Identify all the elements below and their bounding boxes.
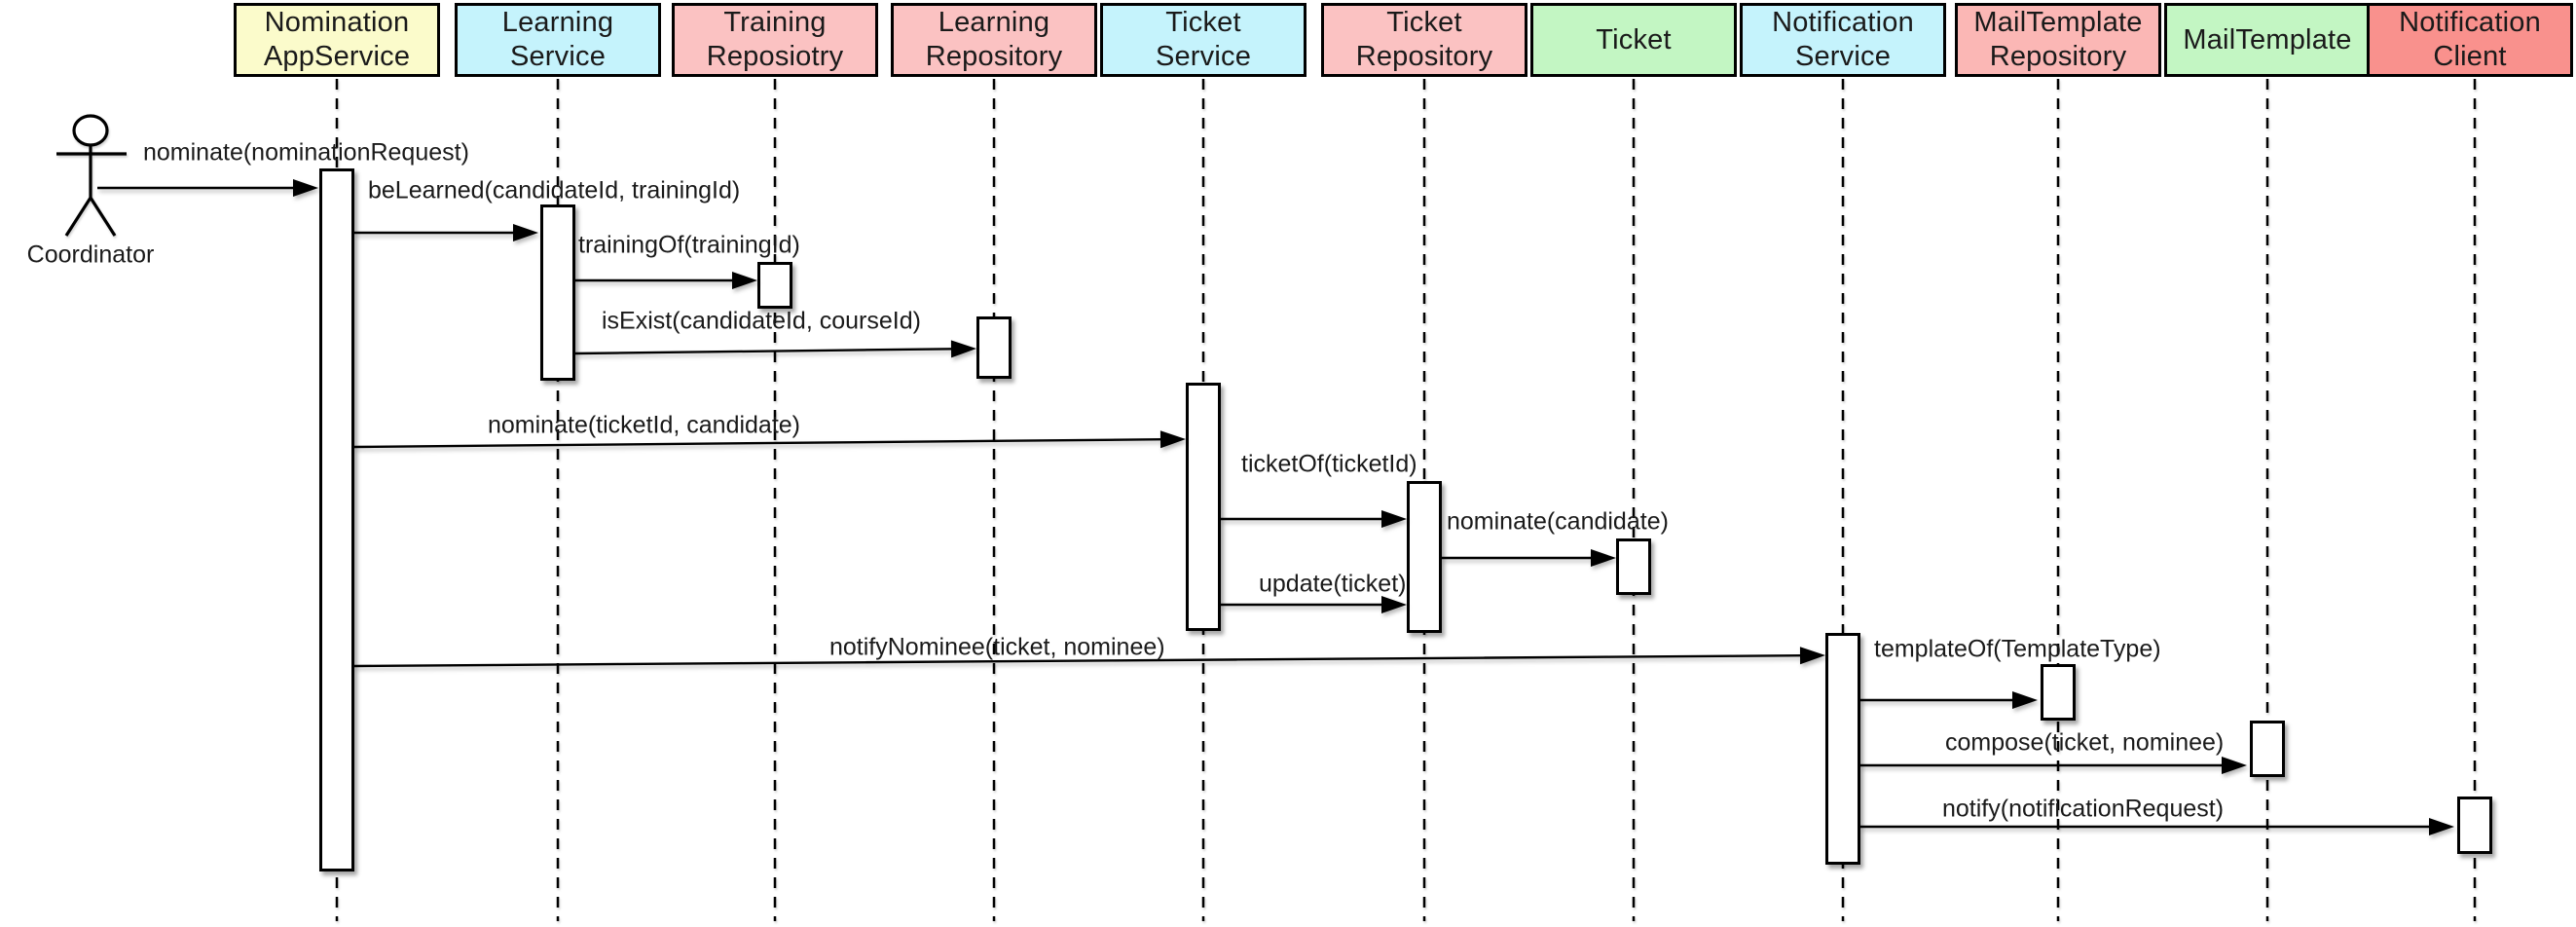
actor-leg-right bbox=[89, 197, 117, 237]
activation-bar-notification-service bbox=[1825, 633, 1860, 865]
message-label: nominate(candidate) bbox=[1447, 507, 1669, 536]
lifeline-header-label: Ticket bbox=[1596, 23, 1672, 56]
message-label: update(ticket) bbox=[1259, 570, 1407, 598]
lifeline-header-label: Ticket bbox=[1386, 7, 1462, 38]
message-label: ticketOf(ticketId) bbox=[1241, 450, 1417, 478]
activation-bar-notification-client bbox=[2457, 797, 2492, 854]
activation-bar-nomination-app-service bbox=[319, 168, 354, 871]
lifeline-header-label: MailTemplate bbox=[2183, 23, 2352, 56]
lifeline-header-label: AppService bbox=[263, 41, 411, 72]
lifeline-header-label: Learning bbox=[501, 7, 614, 38]
actor-label: Coordinator bbox=[26, 241, 155, 269]
message-label: nominate(nominationRequest) bbox=[143, 138, 469, 167]
lifeline-header-label: Service bbox=[1155, 41, 1252, 72]
actor-head bbox=[72, 114, 109, 147]
lifeline-header-label: Nomination bbox=[264, 7, 410, 38]
lifeline-header-label: Notification bbox=[2399, 7, 2541, 38]
lifeline-header-label: Client bbox=[2433, 41, 2507, 72]
message-label: trainingOf(trainingId) bbox=[578, 231, 800, 259]
message-label: templateOf(TemplateType) bbox=[1874, 635, 2161, 663]
message-label: compose(ticket, nominee) bbox=[1945, 728, 2225, 757]
lifeline-header-label: Repository bbox=[925, 41, 1063, 72]
lifeline-header-ticket: Ticket bbox=[1530, 3, 1737, 77]
activation-bar-ticket-service bbox=[1186, 383, 1221, 631]
lifeline-header-mailtemplate: MailTemplate bbox=[2164, 3, 2371, 77]
lifeline-header-label: MailTemplate bbox=[1973, 7, 2143, 38]
actor-figure bbox=[56, 114, 127, 237]
activation-bar-training-repository bbox=[757, 262, 792, 309]
lifeline-header-label: Notification bbox=[1772, 7, 1914, 38]
lifeline-header-label: Ticket bbox=[1165, 7, 1241, 38]
activation-bar-ticket-repository bbox=[1407, 481, 1442, 633]
activation-bar-mailtemplate-repository bbox=[2041, 664, 2076, 721]
message-label: notifyNominee(ticket, nominee) bbox=[829, 633, 1165, 661]
activation-bar-learning-repository bbox=[976, 316, 1012, 379]
message-label: isExist(candidateId, courseId) bbox=[602, 307, 921, 335]
activation-bar-mailtemplate bbox=[2250, 721, 2285, 777]
lifeline-header-label: Repository bbox=[1989, 41, 2127, 72]
lifeline-header-label: Training bbox=[723, 7, 827, 38]
message-label: nominate(ticketId, candidate) bbox=[488, 411, 801, 439]
lifeline-header-label: Repository bbox=[1355, 41, 1493, 72]
activation-bar-learning-service bbox=[540, 204, 575, 381]
activation-bar-ticket bbox=[1616, 538, 1651, 595]
lifeline-header-label: Service bbox=[1794, 41, 1892, 72]
message-label: beLearned(candidateId, trainingId) bbox=[368, 176, 741, 204]
lifeline-header-label: Service bbox=[509, 41, 607, 72]
lifeline-header-label: Learning bbox=[938, 7, 1050, 38]
lifeline-header-label: Reposiotry bbox=[706, 41, 844, 72]
actor-leg-left bbox=[64, 197, 92, 237]
message-label: notify(notificationRequest) bbox=[1942, 795, 2225, 823]
